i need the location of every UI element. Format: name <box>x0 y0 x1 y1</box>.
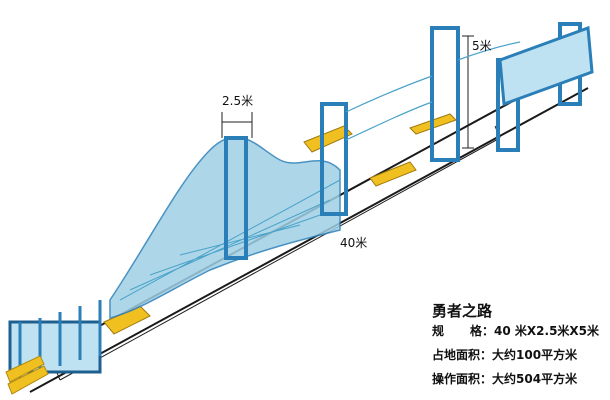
length-dimension-label: 40米 <box>340 236 368 250</box>
spec-value-size: 40 米X2.5米X5米 <box>494 324 600 338</box>
spec-label-size-a: 规 <box>432 324 445 338</box>
spec-label-size-b: 格： <box>470 324 495 338</box>
exit-ladder <box>498 25 594 107</box>
rope-bridge <box>345 41 521 141</box>
product-title: 勇者之路 <box>432 302 493 320</box>
spec-value-operating-area: 大约504平方米 <box>492 372 578 386</box>
spec-row-footprint: 占地面积：大约100平方米 <box>432 346 577 363</box>
entrance-steps <box>5 355 49 395</box>
width-dimension-bracket <box>221 112 253 138</box>
spec-value-footprint: 大约100平方米 <box>492 348 578 362</box>
spec-label-operating-area: 操作面积： <box>432 372 493 386</box>
height-dimension-bracket <box>462 35 474 149</box>
height-dimension-label: 5米 <box>472 39 492 53</box>
width-dimension-label: 2.5米 <box>222 94 254 108</box>
spec-row-operating-area: 操作面积：大约504平方米 <box>432 370 577 387</box>
frame-towers <box>224 22 582 260</box>
spec-label-footprint: 占地面积： <box>432 348 493 362</box>
spec-row-size: 规 格：40 米X2.5米X5米 <box>432 322 599 339</box>
